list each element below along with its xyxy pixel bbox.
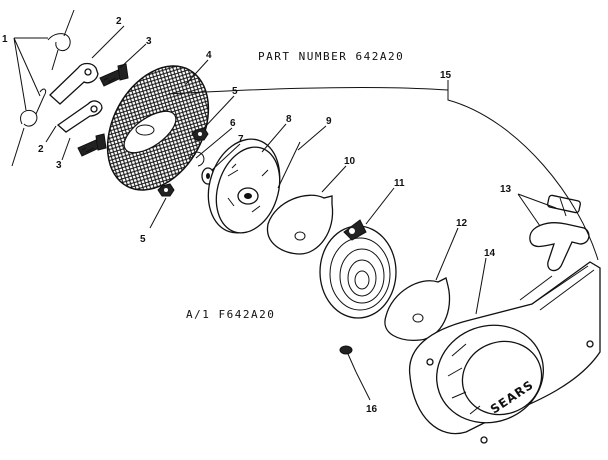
assembly-code-label: A/1 F642A20 xyxy=(186,308,275,321)
housing-screw-part xyxy=(339,345,357,373)
callout-14: 14 xyxy=(484,248,496,259)
callout-12: 12 xyxy=(456,218,468,229)
callout-1: 1 xyxy=(2,34,8,45)
callout-2-lower: 2 xyxy=(38,144,44,155)
callout-4: 4 xyxy=(206,50,212,61)
callout-3-lower: 3 xyxy=(56,160,62,171)
starter-housing-part: SEARS xyxy=(408,261,601,444)
callout-10: 10 xyxy=(344,156,356,167)
callout-15: 15 xyxy=(440,70,452,81)
callout-7: 7 xyxy=(238,134,244,145)
callout-6: 6 xyxy=(230,118,236,129)
disk-part xyxy=(384,277,451,341)
callout-5-lower: 5 xyxy=(140,234,146,245)
part-number-title: PART NUMBER 642A20 xyxy=(258,50,404,63)
retaining-ring-part xyxy=(189,151,205,167)
nut-part xyxy=(157,127,209,197)
pulley-part xyxy=(207,138,281,234)
callout-labels: 1 2 2 3 3 4 5 5 6 7 8 9 10 11 12 13 14 1… xyxy=(2,16,512,415)
starter-rope-part xyxy=(277,141,301,189)
spring-plate-part xyxy=(266,194,334,255)
callout-5-upper: 5 xyxy=(232,86,238,97)
leader-lines xyxy=(13,25,599,401)
callout-11: 11 xyxy=(394,178,405,189)
callout-2-upper: 2 xyxy=(116,16,122,27)
callout-13: 13 xyxy=(500,184,512,195)
callout-16: 16 xyxy=(366,404,378,415)
callout-8: 8 xyxy=(286,114,292,125)
callout-9: 9 xyxy=(326,116,332,127)
rotor-screen-part xyxy=(106,65,210,191)
starter-handle-part xyxy=(529,194,590,272)
recoil-spring-part xyxy=(319,219,397,319)
pawl-spring-part xyxy=(11,9,75,167)
pawl-part xyxy=(49,62,103,133)
callout-3-upper: 3 xyxy=(146,36,152,47)
